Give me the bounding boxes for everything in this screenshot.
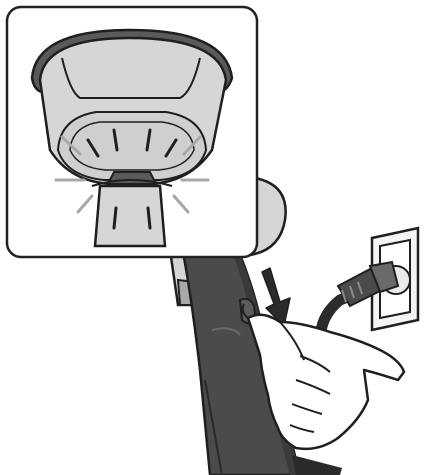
inset-closeup <box>7 7 257 257</box>
